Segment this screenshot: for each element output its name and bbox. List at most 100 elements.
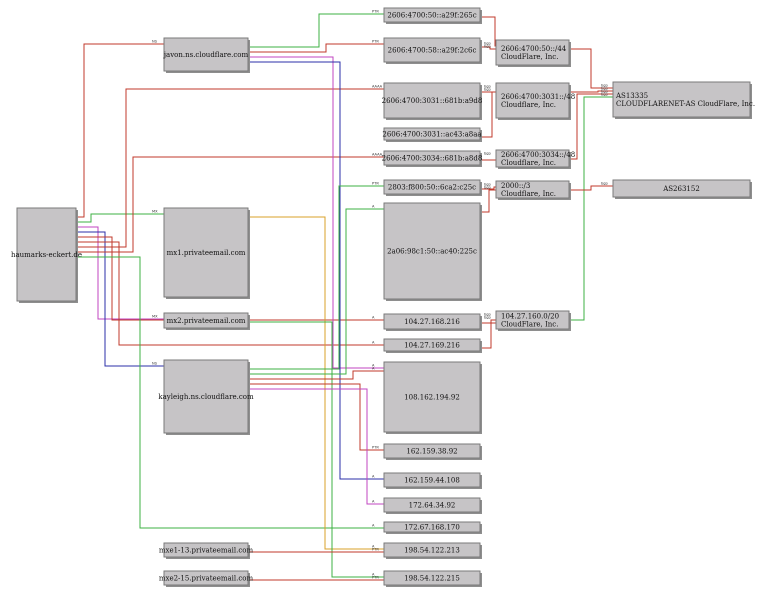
edge-label: MX: [152, 210, 158, 214]
edge: bgp: [569, 90, 613, 160]
node-label: 2a06:98c1:50::ac40:225c: [387, 248, 477, 256]
node-ip6f: 2803:f800:50::6ca2:c25c: [383, 179, 482, 196]
node-label: 2606:4700:3034::681b:a8d8: [382, 155, 483, 163]
node-label: CloudFlare, Inc.: [501, 53, 558, 61]
edge-label: PTR: [372, 182, 379, 186]
edge: A: [248, 216, 384, 550]
edge-label: bgp: [484, 316, 492, 320]
node-label: Cloudflare, Inc.: [501, 159, 556, 167]
nodes-layer: haumarks-eckert.de javon.ns.cloudflare.co…: [11, 7, 755, 587]
edge-label: bgp: [484, 85, 492, 89]
edge-label: PTR: [372, 446, 379, 450]
edge-label: A: [372, 316, 375, 320]
edge-ip6g-pfx4: [480, 189, 496, 213]
node-ip6e: 2606:4700:3034::681b:a8d8: [382, 150, 483, 167]
edge-domain-mx2: [76, 226, 164, 320]
node-ip4g: 172.67.168.170: [383, 521, 482, 534]
node-label: AS263152: [662, 185, 700, 193]
node-label: javon.ns.cloudflare.com: [163, 51, 249, 59]
edge: A: [248, 56, 384, 369]
edge: bgp: [480, 183, 496, 190]
edge: bgp: [480, 88, 496, 138]
node-box: [383, 313, 481, 330]
edge-kayleigh-ip4f: [248, 388, 384, 505]
node-label: Cloudflare, Inc.: [501, 190, 556, 198]
edge-label: bgp: [484, 152, 492, 156]
node-label: 104.27.160.0/20: [501, 313, 559, 321]
edge-domain-ip4b: [76, 241, 384, 346]
edge-label: bgp: [601, 87, 609, 91]
edge: PTR: [248, 40, 384, 53]
edge-domain-mx1: [76, 213, 164, 223]
edge-label: bgp: [484, 186, 492, 190]
edge-domain-kayleigh: [76, 231, 164, 367]
edge: bgp: [480, 186, 496, 213]
node-box: [163, 542, 249, 558]
node-box: [383, 338, 481, 352]
edge: bgp: [569, 48, 613, 89]
node-box: [383, 443, 481, 459]
node-ip4e: 162.159.44.108: [383, 472, 482, 489]
edge-mx1-ip4h: [248, 216, 384, 550]
node-label: 2606:4700:50::a29f:265c: [387, 12, 476, 20]
edge-label: A: [372, 475, 375, 479]
edge-ip4b-pfx5: [480, 319, 496, 349]
node-label: 2803:f800:50::6ca2:c25c: [388, 184, 476, 192]
edge: PTR: [248, 576, 384, 581]
node-box: [383, 82, 481, 119]
edge-label: bgp: [484, 88, 492, 92]
node-box: [383, 497, 481, 513]
edge-pfx3-as1: [569, 93, 613, 160]
edge-pfx2-as1: [569, 90, 613, 93]
edge-label: MX: [152, 315, 158, 319]
node-label: 104.27.168.216: [404, 318, 460, 326]
node-box: [383, 570, 481, 586]
node-domain: haumarks-eckert.de: [11, 207, 82, 303]
edge-domain-ip6e: [76, 156, 384, 253]
edge-domain-ip4g: [76, 256, 384, 529]
node-box: [383, 150, 481, 166]
edge-label: bgp: [601, 93, 609, 97]
node-box: [612, 81, 751, 118]
edge-label: AAAA: [372, 153, 383, 157]
node-box: [163, 359, 249, 434]
edge: PTR: [248, 182, 384, 370]
node-label: 198.54.122.213: [404, 547, 460, 555]
node-kayleigh: kayleigh.ns.cloudflare.com: [158, 359, 254, 435]
edge: bgp: [569, 87, 613, 93]
node-label: 2606:4700:3034::/48: [501, 151, 575, 159]
node-mxe113: mxe1-13.privateemail.com: [159, 542, 253, 559]
node-box: [16, 207, 77, 302]
edge-javon-ip4c: [248, 56, 384, 369]
node-label: kayleigh.ns.cloudflare.com: [158, 393, 254, 401]
edge: bgp: [569, 93, 613, 321]
edge-label: A: [372, 205, 375, 209]
node-ip4b: 104.27.169.216: [383, 338, 482, 353]
node-label: 2606:4700:3031::681b:a9d8: [382, 97, 483, 105]
node-label: mx2.privateemail.com: [167, 317, 246, 325]
node-box: [383, 179, 481, 195]
node-mxe215: mxe2-15.privateemail.com: [159, 570, 253, 587]
edge-kayleigh-ip6f: [248, 185, 384, 370]
edge-label: PTR: [372, 548, 379, 552]
edge-label: A: [372, 367, 375, 371]
node-label: 172.64.34.92: [409, 502, 456, 510]
node-label: 162.159.44.108: [404, 477, 460, 485]
edge: A: [76, 241, 384, 346]
edge-kayleigh-ip4c: [248, 370, 384, 380]
edge-pfx1-as1: [569, 48, 613, 89]
node-box: [383, 37, 481, 63]
edge-label: A: [372, 364, 375, 368]
node-ip4f: 172.64.34.92: [383, 497, 482, 514]
node-ip6c: 2606:4700:3031::681b:a9d8: [382, 82, 483, 120]
edge-ip6b-pfx1: [480, 46, 496, 50]
edge: A: [76, 256, 384, 529]
node-box: [383, 202, 481, 300]
node-label: AS13335: [615, 92, 648, 100]
node-box: [495, 82, 570, 119]
edge: A: [248, 61, 384, 480]
node-box: [383, 7, 481, 23]
